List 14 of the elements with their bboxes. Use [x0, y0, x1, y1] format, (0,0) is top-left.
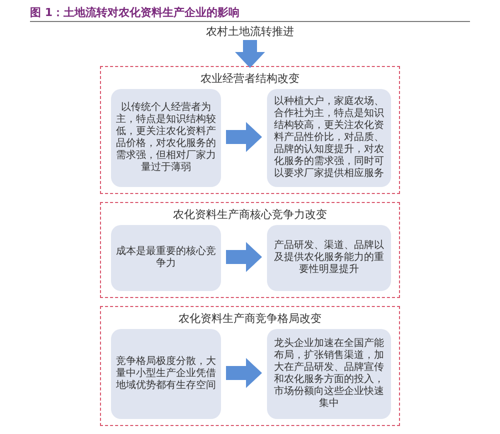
group-heading: 农业经营者结构改变: [200, 71, 300, 87]
figure-title: 图 1：土地流转对农化资料生产企业的影响: [30, 5, 240, 21]
text-box: 龙头企业加速在全国产能布局，扩张销售渠道，加大在产品研发、品牌宣传和农化服务方面的投入，市场份额向这些企业快速集中: [267, 329, 391, 419]
text-box: 以种植大户，家庭农场、合作社为主，特点是知识结构较高，更关注农化资料产品性价比，对品质、品牌的认知度提升，对农化服务的需求强，同时可以要求厂家提供相应服务: [267, 89, 391, 187]
group-heading: 农化资料生产商核心竞争力改变: [172, 207, 328, 223]
text-box: 竞争格局极度分散，大量中小型生产企业凭借地域优势都有生存空间: [111, 329, 221, 419]
text-box: 成本是最重要的核心竞争力: [111, 225, 221, 291]
dashed-group-box: [100, 202, 400, 298]
dashed-group-box: [100, 66, 400, 194]
text-box: 以传统个人经营者为主，特点是知识结构较低，更关注农化资料产品价格，对农化服务的需求强，但相对厂家力量过于薄弱: [111, 89, 221, 187]
group-heading: 农化资料生产商竞争格局改变: [178, 311, 322, 327]
text-box: 产品研发、渠道、品牌以及提供农化服务能力的重要性明显提升: [267, 225, 391, 291]
heading-text: 农村土地流转推进: [170, 24, 330, 40]
dashed-group-box: [100, 306, 400, 426]
